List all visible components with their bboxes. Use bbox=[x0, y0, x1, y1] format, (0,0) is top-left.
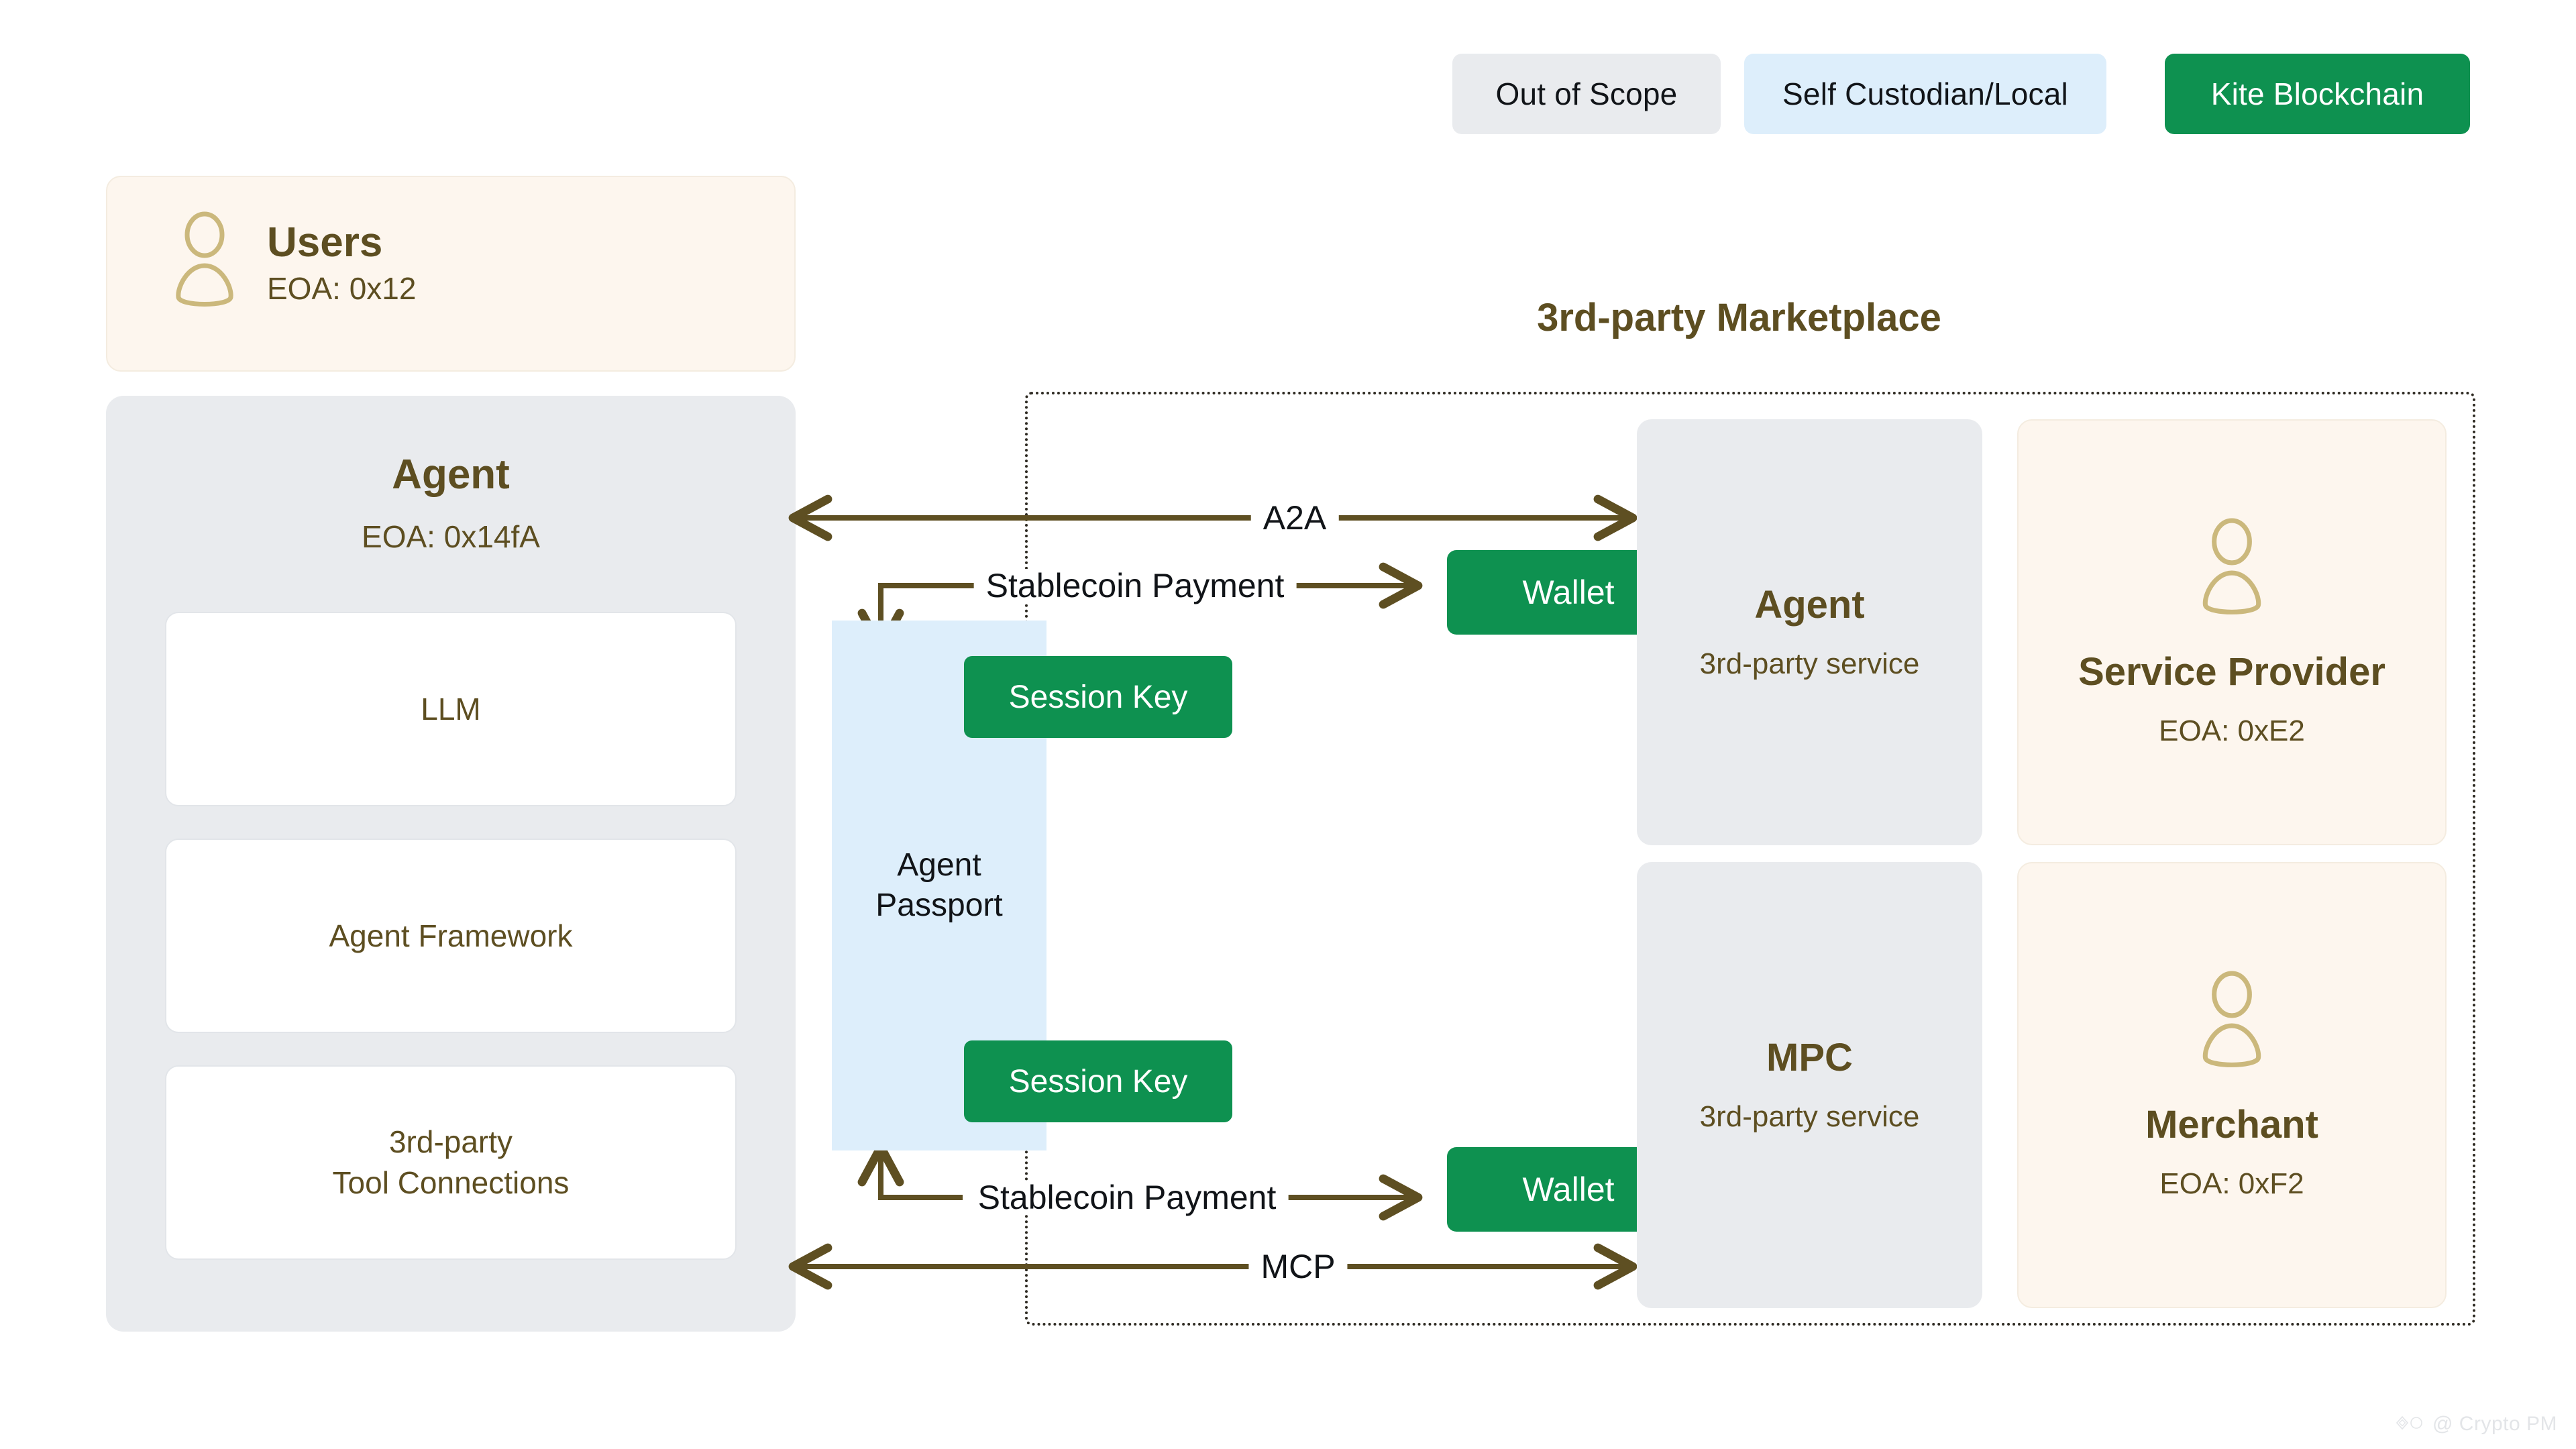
users-card-content: Users EOA: 0x12 bbox=[168, 211, 416, 315]
card-third-party-agent-title: Agent bbox=[1754, 583, 1865, 627]
legend-kite-blockchain-label: Kite Blockchain bbox=[2210, 76, 2424, 111]
agent-passport-label: Agent Passport bbox=[875, 847, 1003, 923]
person-icon bbox=[168, 211, 241, 315]
agent-module-tool-connections[interactable]: 3rd-party Tool Connections bbox=[165, 1065, 737, 1260]
connector-label-a2a: A2A bbox=[1250, 501, 1339, 535]
legend-self-custodian-local-label: Self Custodian/Local bbox=[1782, 76, 2068, 111]
users-text-column: Users EOA: 0x12 bbox=[267, 221, 416, 305]
legend-out-of-scope-label: Out of Scope bbox=[1495, 76, 1678, 111]
card-mpc-title: MPC bbox=[1766, 1036, 1853, 1080]
session-key-bottom[interactable]: Session Key bbox=[964, 1040, 1232, 1122]
card-third-party-agent[interactable]: Agent 3rd-party service bbox=[1637, 419, 1982, 845]
card-merchant-eoa: EOA: 0xF2 bbox=[2159, 1167, 2304, 1200]
watermark: @ Crypto PM bbox=[2395, 1413, 2557, 1436]
agent-panel-eoa: EOA: 0x14fA bbox=[362, 519, 540, 554]
agent-panel[interactable]: Agent EOA: 0x14fA LLM Agent Framework 3r… bbox=[106, 396, 796, 1332]
users-card[interactable]: Users EOA: 0x12 bbox=[106, 176, 796, 372]
legend-self-custodian-local[interactable]: Self Custodian/Local bbox=[1744, 54, 2106, 134]
agent-module-framework-label: Agent Framework bbox=[329, 918, 573, 953]
person-icon bbox=[2194, 517, 2269, 623]
card-third-party-agent-subtitle: 3rd-party service bbox=[1699, 647, 1920, 681]
card-merchant-title: Merchant bbox=[2145, 1102, 2318, 1146]
wallet-bottom-label: Wallet bbox=[1522, 1171, 1615, 1208]
marketplace-title: 3rd-party Marketplace bbox=[1537, 296, 1941, 339]
card-service-provider-title: Service Provider bbox=[2078, 649, 2385, 694]
wallet-top-label: Wallet bbox=[1522, 574, 1615, 611]
legend-out-of-scope[interactable]: Out of Scope bbox=[1452, 54, 1721, 134]
card-merchant[interactable]: Merchant EOA: 0xF2 bbox=[2017, 862, 2447, 1308]
card-service-provider-eoa: EOA: 0xE2 bbox=[2159, 714, 2305, 747]
agent-panel-title: Agent bbox=[392, 451, 510, 498]
agent-module-llm-label: LLM bbox=[421, 691, 481, 727]
agent-module-llm[interactable]: LLM bbox=[165, 612, 737, 806]
session-key-top-label: Session Key bbox=[1008, 679, 1188, 715]
connector-label-stablecoin-payment-top: Stablecoin Payment bbox=[973, 569, 1297, 602]
agent-module-tool-connections-label: 3rd-party Tool Connections bbox=[332, 1124, 570, 1200]
users-title: Users bbox=[267, 219, 383, 266]
legend-kite-blockchain[interactable]: Kite Blockchain bbox=[2165, 54, 2470, 134]
session-key-bottom-label: Session Key bbox=[1008, 1063, 1188, 1099]
watermark-text: @ Crypto PM bbox=[2432, 1413, 2557, 1435]
diamond-logo-icon bbox=[2395, 1413, 2426, 1436]
card-service-provider[interactable]: Service Provider EOA: 0xE2 bbox=[2017, 419, 2447, 845]
person-icon bbox=[2194, 970, 2269, 1075]
agent-module-framework[interactable]: Agent Framework bbox=[165, 839, 737, 1033]
users-eoa: EOA: 0x12 bbox=[267, 270, 417, 306]
session-key-top[interactable]: Session Key bbox=[964, 656, 1232, 738]
card-mpc[interactable]: MPC 3rd-party service bbox=[1637, 862, 1982, 1308]
connector-label-stablecoin-payment-bottom: Stablecoin Payment bbox=[965, 1181, 1289, 1214]
connector-label-mcp: MCP bbox=[1248, 1250, 1348, 1283]
card-mpc-subtitle: 3rd-party service bbox=[1699, 1100, 1920, 1134]
